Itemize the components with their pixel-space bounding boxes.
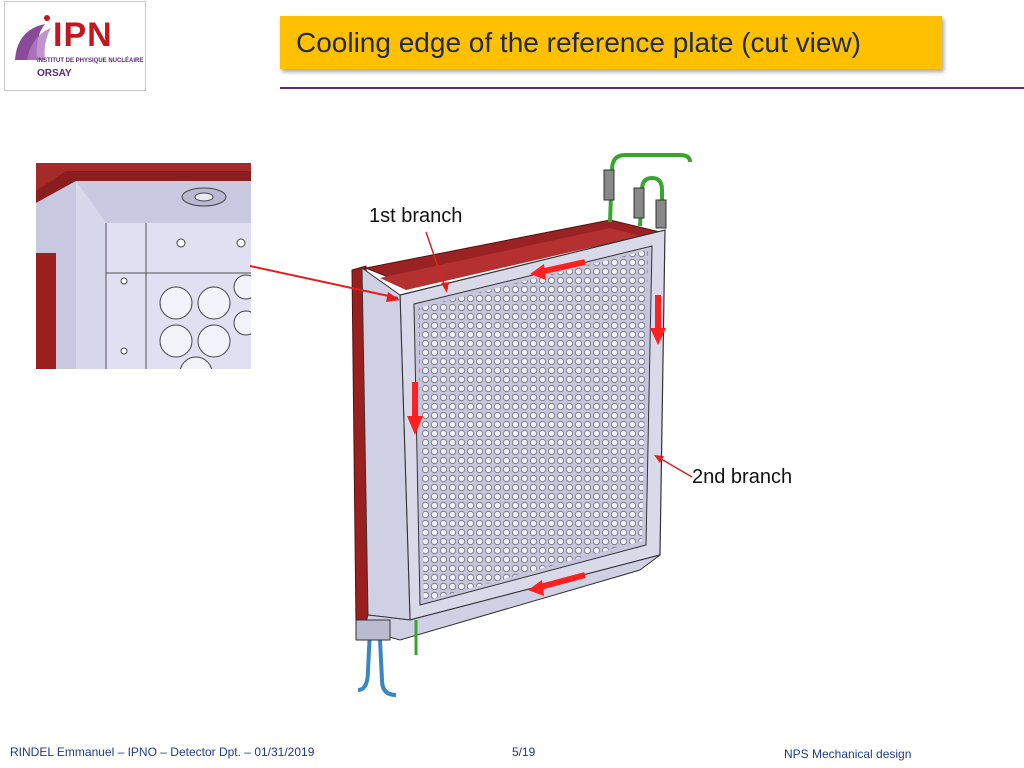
page-number: 5/19 — [512, 745, 536, 759]
footer-project: NPS Mechanical design — [784, 747, 912, 761]
inset-zoom-image — [36, 163, 251, 369]
logo-text: IPN — [53, 16, 113, 54]
ipn-logo: IPN INSTITUT DE PHYSIQUE NUCLÉAIRE ORSAY — [4, 1, 146, 91]
logo-emblem-icon — [15, 15, 51, 60]
title-divider — [280, 87, 1024, 89]
first-branch-label: 1st branch — [369, 205, 463, 227]
second-branch-label: 2nd branch — [692, 466, 793, 488]
logo-city: ORSAY — [37, 68, 72, 79]
footer-author: RINDEL Emmanuel – IPNO – Detector Dpt. –… — [10, 745, 315, 759]
title-banner: Cooling edge of the reference plate (cut… — [280, 16, 942, 69]
logo-subtitle: INSTITUT DE PHYSIQUE NUCLÉAIRE — [37, 58, 144, 64]
slide-title: Cooling edge of the reference plate (cut… — [296, 26, 861, 58]
reference-plate-image — [351, 153, 692, 697]
